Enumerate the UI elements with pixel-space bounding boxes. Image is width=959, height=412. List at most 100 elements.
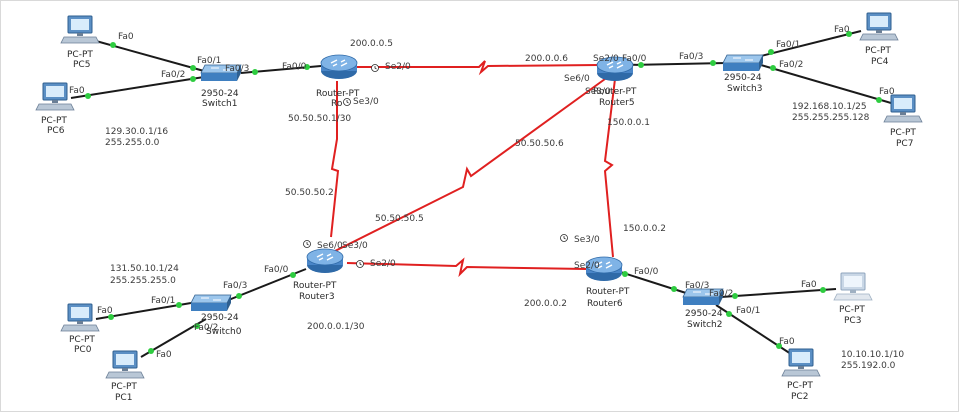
port-label: Fa0 <box>801 280 817 290</box>
pc6-type: PC-PT <box>41 116 67 126</box>
pc5-type: PC-PT <box>67 50 93 60</box>
ip-label: 200.0.0.5 <box>350 39 393 49</box>
switch-icon[interactable] <box>722 54 764 72</box>
port-label: Fa0 <box>779 337 795 347</box>
pc-icon[interactable] <box>60 303 100 332</box>
ip-label: 50.50.50.2 <box>285 188 334 198</box>
port-label: Fa0/1 <box>151 296 175 306</box>
ip-label: 50.50.50.1/30 <box>288 114 351 124</box>
pc3-type: PC-PT <box>839 305 865 315</box>
port-label: Fa0 <box>156 350 172 360</box>
serial-links <box>330 60 616 278</box>
router-icon[interactable] <box>306 248 344 274</box>
switch1-type: 2950-24 <box>201 89 239 99</box>
port-labels: Fa0 Fa0 Fa0/1 Fa0/2 Fa0/3 Fa0/0 Se2/0 Se… <box>69 25 895 360</box>
ip-label: 192.168.10.1/25 <box>792 102 867 112</box>
switch3-name: Switch3 <box>727 84 762 94</box>
pc0-name: PC0 <box>74 345 92 355</box>
switch2-type: 2950-24 <box>685 309 723 319</box>
port-label: Fa0/1 <box>776 40 800 50</box>
router5-name: Router5 <box>599 98 635 108</box>
port-label: Fa0 <box>879 87 895 97</box>
port-label: Fa0/3 <box>685 281 709 291</box>
port-label: Fa0/0 <box>264 265 289 275</box>
port-label: Fa0 <box>69 86 85 96</box>
port-label: Se3/0 <box>342 241 368 251</box>
pc7-name: PC7 <box>896 139 913 149</box>
device-labels: PC-PT PC5 PC-PT PC6 2950-24 Switch1 Rout… <box>41 46 916 403</box>
port-label: Se3/0 <box>574 235 600 245</box>
port-label: Fa0 <box>97 306 113 316</box>
ip-label: 129.30.0.1/16 <box>105 127 168 137</box>
ip-label: 150.0.0.2 <box>623 224 666 234</box>
switch3-type: 2950-24 <box>724 73 762 83</box>
ip-label: 10.10.10.1/10 <box>841 350 904 360</box>
port-status-dots <box>85 31 882 354</box>
switch0-name: Switch0 <box>206 327 242 337</box>
link-switch2-pc3[interactable] <box>720 288 837 298</box>
switch1-name: Switch1 <box>202 99 237 109</box>
router6-name: Router6 <box>587 299 623 309</box>
pc0-type: PC-PT <box>69 335 95 345</box>
port-label: Fa0 <box>834 25 850 35</box>
serial-router4-router3[interactable] <box>330 81 340 238</box>
switch2-name: Switch2 <box>687 320 722 330</box>
pc1-type: PC-PT <box>111 382 137 392</box>
ip-label: 255.255.0.0 <box>105 138 160 148</box>
port-label: Fa0/2 <box>709 289 733 299</box>
router5-type: Router-PT <box>593 87 637 97</box>
pc-icon[interactable] <box>883 94 923 123</box>
port-label: Se2/0 <box>370 259 396 269</box>
ip-label: 131.50.10.1/24 <box>110 264 179 274</box>
router4-type: Router-PT <box>316 89 360 99</box>
router4-name: Ro <box>331 99 343 109</box>
clock-icon <box>356 260 364 268</box>
router6-type: Router-PT <box>586 287 630 297</box>
ip-label: 200.0.0.6 <box>525 54 568 64</box>
serial-router5-router6[interactable] <box>603 78 616 258</box>
link-pc6-switch1[interactable] <box>70 76 205 99</box>
ip-label: 150.0.0.1 <box>607 118 650 128</box>
router3-type: Router-PT <box>293 281 337 291</box>
switch-icon[interactable] <box>190 294 232 312</box>
pc-icon[interactable] <box>833 272 873 301</box>
port-label: Se3/0 <box>353 97 379 107</box>
serial-router5-router3[interactable] <box>330 78 606 254</box>
port-label: Fa0/2 <box>161 70 185 80</box>
pc7-type: PC-PT <box>890 128 916 138</box>
pc3-name: PC3 <box>844 316 861 326</box>
pc6-name: PC6 <box>47 126 65 136</box>
port-label: Fa0/0 <box>282 62 307 72</box>
ip-label: 50.50.50.6 <box>515 139 564 149</box>
port-label: Fa0/0 <box>634 267 659 277</box>
port-label: Se6/0 <box>317 241 343 251</box>
link-switch3-pc4[interactable] <box>760 30 862 57</box>
pc4-name: PC4 <box>871 57 889 67</box>
serial-router3-router6[interactable] <box>346 257 587 278</box>
ip-label: 255.255.255.0 <box>110 276 176 286</box>
pc-icon[interactable] <box>781 348 821 377</box>
switch0-type: 2950-24 <box>201 313 239 323</box>
port-label: Fa0/1 <box>736 306 760 316</box>
ip-label: 200.0.0.2 <box>524 299 567 309</box>
port-label: Fa0/0 <box>622 54 647 64</box>
port-label: Fa0/2 <box>779 60 803 70</box>
clock-icon <box>371 64 379 72</box>
router-icon[interactable] <box>320 54 358 80</box>
address-labels: 200.0.0.5 200.0.0.6 50.50.50.1/30 50.50.… <box>105 39 904 371</box>
router3-name: Router3 <box>299 292 335 302</box>
port-label: Se3/0 <box>585 87 611 97</box>
link-switch3-pc7[interactable] <box>760 64 892 104</box>
port-label: Se6/0 <box>564 74 590 84</box>
ip-label: 50.50.50.5 <box>375 214 424 224</box>
pc-icon[interactable] <box>105 350 145 379</box>
pc-icon[interactable] <box>60 15 100 44</box>
ip-label: 255.255.255.128 <box>792 113 870 123</box>
port-label: Fa0/3 <box>223 281 247 291</box>
serial-router4-router5[interactable] <box>357 60 600 76</box>
pc4-type: PC-PT <box>865 46 891 56</box>
port-label: Se2/0 <box>574 261 600 271</box>
clock-icon <box>303 240 311 248</box>
pc-icon[interactable] <box>859 12 899 41</box>
pc1-name: PC1 <box>115 393 132 403</box>
